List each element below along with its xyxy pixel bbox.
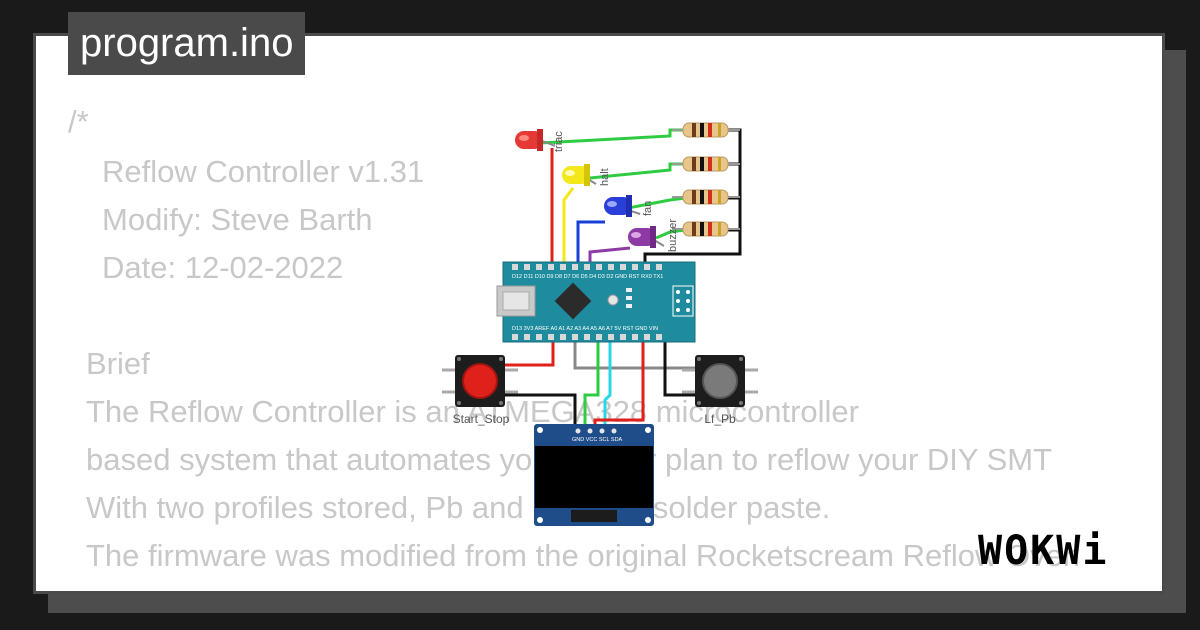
resistor [672,189,740,205]
code-line: Reflow Controller v1.31 [102,154,425,189]
wire-gray-lfpb [573,335,700,370]
wire-blue-fan [576,220,605,268]
wire-green-scl [583,335,600,428]
pushbutton-lf-pb: Lf_Pb [682,355,758,426]
led-label: buzzer [667,219,679,252]
pin-header-top [512,264,662,270]
oled-screen [535,446,653,508]
wire-black-gnd [663,335,700,397]
logo-text: WOKWi [978,528,1109,574]
oled-pin-labels: GND VCC SCL SDA [572,437,623,443]
resistor [672,221,740,237]
reset-button-icon [607,294,619,306]
resistor [672,156,740,172]
wire-green [655,228,686,240]
code-line: /* [68,104,89,139]
led-label: fan [642,201,654,216]
pushbutton-start-stop: Start_Stop [442,355,518,426]
wire-black-gnd [505,393,577,428]
oled-display: GND VCC SCL SDA [534,424,654,526]
board-pin-labels-top: D12 D11 D10 D9 D8 D7 D6 D5 D4 D3 D2 GND … [512,274,663,280]
arduino-nano: D12 D11 D10 D9 D8 D7 D6 D5 D4 D3 D2 GND … [496,261,696,343]
code-line: Date: 12-02-2022 [102,250,344,285]
led-label: halt [599,168,611,186]
led-label: triac [553,131,565,152]
file-tab[interactable]: program.ino [68,12,306,75]
wire-red-start [505,335,555,367]
code-line: Modify: Steve Barth [102,202,373,237]
led-buzzer: buzzer [628,219,679,252]
wire-cyan-sda [603,335,612,428]
icsp-header [672,285,694,317]
led-halt: halt [562,164,611,186]
resistors [672,122,740,237]
code-line: With two profiles stored, Pb and Pb-Free… [86,490,831,525]
button-label: Start_Stop [453,412,510,426]
wire-yellow-halt [562,187,575,268]
button-label: Lf_Pb [704,412,736,426]
code-line: Brief [86,346,150,381]
wire-red-vcc [593,335,645,428]
code-line: The firmware was modified from the origi… [86,538,1081,573]
mcu-chip [554,282,592,320]
led-triac: triac [515,129,565,152]
wire-green [627,196,686,210]
leds: triac halt fan buzzer [515,129,679,252]
board-pin-labels-bottom: D13 3V3 AREF A0 A1 A2 A3 A4 A5 A6 A7 5V … [512,326,658,332]
wokwi-logo: WOKWi [978,526,1153,576]
resistor [672,122,740,138]
led-fan: fan [604,195,654,217]
pin-header-bottom [512,334,662,340]
